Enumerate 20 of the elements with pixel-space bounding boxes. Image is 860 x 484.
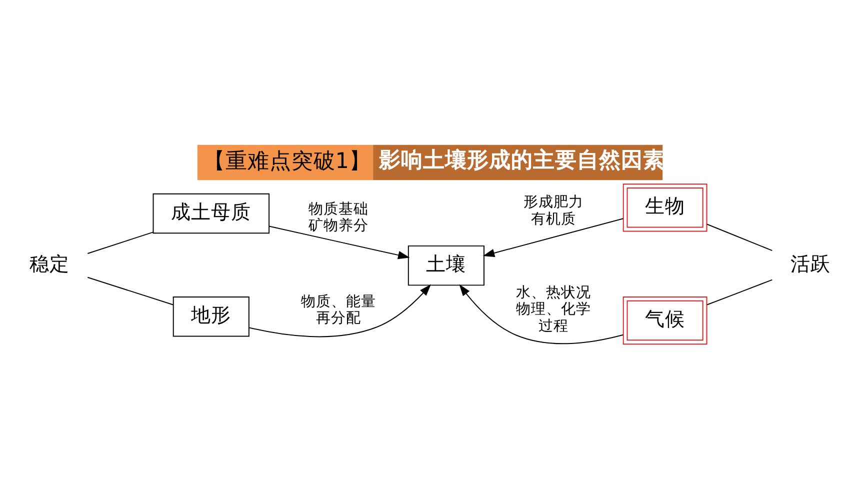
arrow [459,284,624,344]
node-text: 稳定 [30,252,70,275]
node-box: 土壤 [408,244,484,286]
node-box: 气候 [622,296,708,344]
arrow [268,225,410,259]
label: 【重难点突破1】 [203,148,372,174]
connector [706,223,773,251]
connector [706,278,773,305]
node-box: 成土母质 [152,192,270,234]
edge-label: 形成肥力有机质 [524,193,584,227]
node-text: 活跃 [790,252,830,275]
edge-label: 水、热状况物理、化学过程 [516,283,592,334]
connector [87,276,174,305]
arrow [248,284,432,337]
edge-label: 物质、能量再分配 [301,292,376,326]
arrow [482,218,624,256]
edge-label: 物质基础矿物养分 [308,200,369,234]
connector [87,231,154,254]
node-box: 地形 [172,296,250,336]
node-box: 生物 [622,183,708,232]
